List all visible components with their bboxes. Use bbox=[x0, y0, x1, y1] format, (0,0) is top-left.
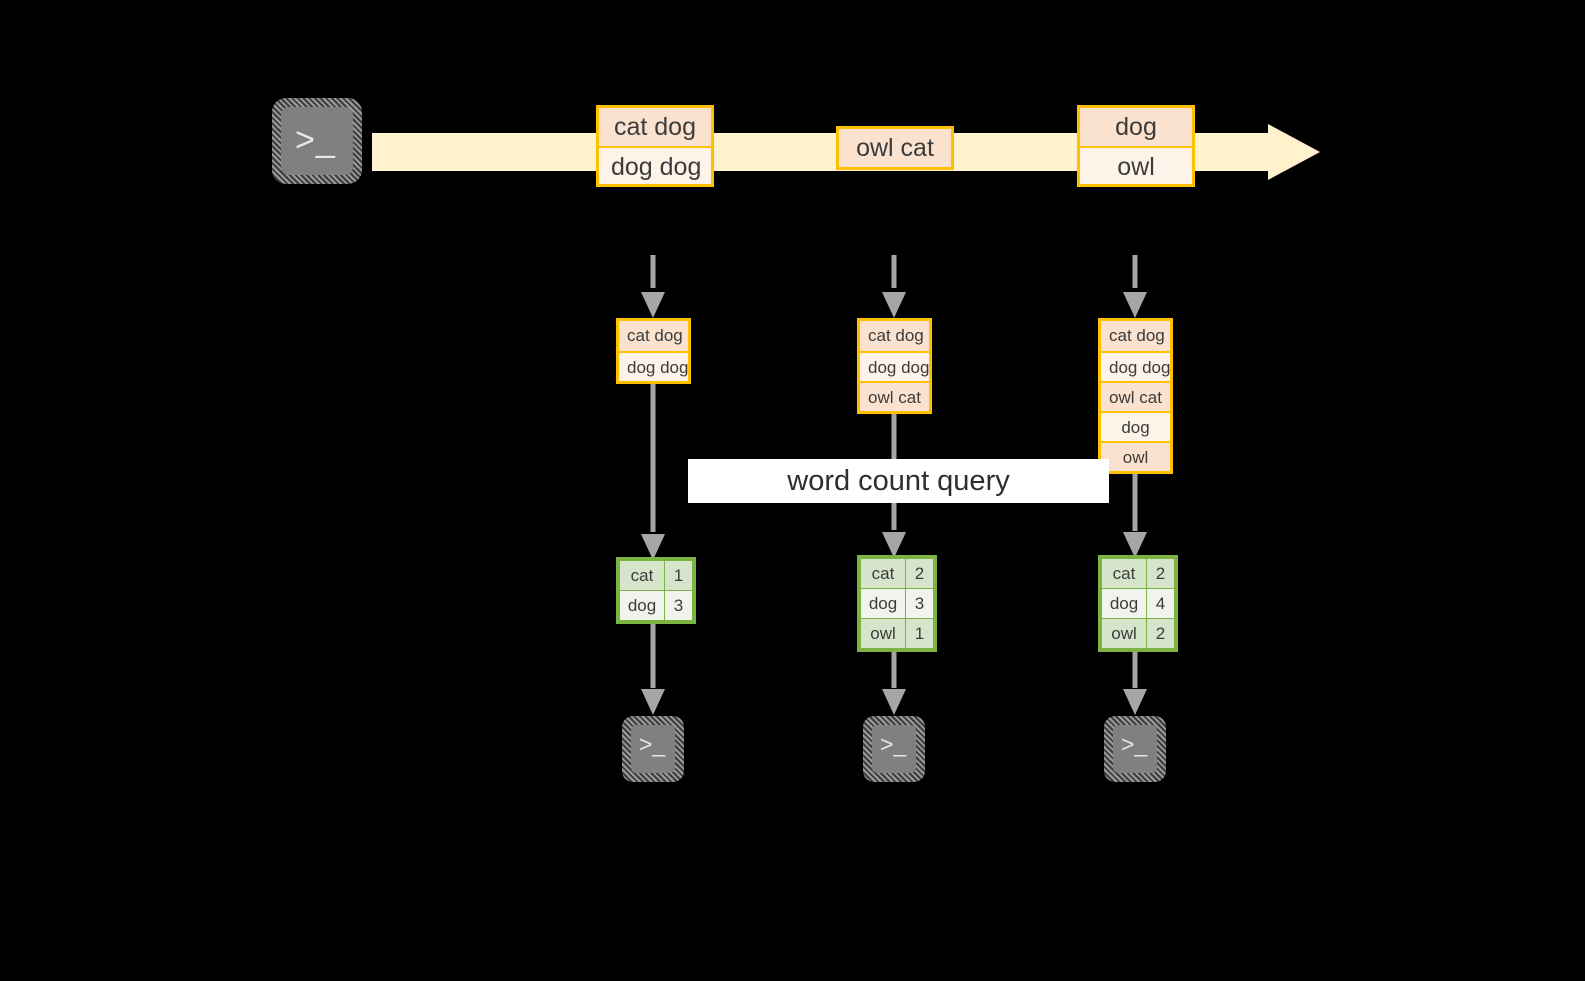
queue-row: dog dog bbox=[1101, 351, 1170, 381]
result-value: 2 bbox=[905, 558, 934, 589]
message-row: cat dog bbox=[599, 108, 711, 146]
sink-terminal: >_ bbox=[863, 716, 925, 782]
queue-row: cat dog bbox=[860, 321, 929, 351]
result-value: 2 bbox=[1146, 618, 1175, 649]
result-value: 1 bbox=[905, 618, 934, 649]
queue-to-result-connector bbox=[641, 380, 665, 560]
terminal-prompt-icon: >_ bbox=[1121, 731, 1148, 757]
table-row: owl 2 bbox=[1101, 618, 1175, 649]
result-value: 3 bbox=[664, 590, 693, 621]
stream-to-queue-connector bbox=[882, 255, 906, 318]
result-key: owl bbox=[860, 618, 906, 649]
sink-terminal: >_ bbox=[1104, 716, 1166, 782]
queue-row: dog dog bbox=[619, 351, 688, 381]
terminal-body bbox=[1113, 725, 1157, 773]
table-row: owl 1 bbox=[860, 618, 934, 649]
queue-row: owl bbox=[1101, 441, 1170, 471]
table-row: cat 2 bbox=[860, 558, 934, 589]
table-row: cat 2 bbox=[1101, 558, 1175, 589]
query-label-text: word count query bbox=[787, 464, 1010, 497]
result-table: cat 1 dog 3 bbox=[616, 557, 696, 624]
message-row: dog bbox=[1080, 108, 1192, 146]
queue-row: dog bbox=[1101, 411, 1170, 441]
result-to-sink-connector bbox=[882, 650, 906, 715]
result-key: cat bbox=[619, 560, 665, 591]
terminal-prompt-icon: >_ bbox=[880, 731, 907, 757]
table-row: dog 3 bbox=[619, 590, 693, 621]
source-terminal: >_ bbox=[272, 98, 362, 184]
result-key: dog bbox=[619, 590, 665, 621]
query-label: word count query bbox=[688, 459, 1109, 503]
result-table: cat 2 dog 4 owl 2 bbox=[1098, 555, 1178, 652]
queue-row: owl cat bbox=[1101, 381, 1170, 411]
result-key: owl bbox=[1101, 618, 1147, 649]
result-to-sink-connector bbox=[1123, 650, 1147, 715]
result-key: dog bbox=[860, 588, 906, 619]
message-row: dog dog bbox=[599, 146, 711, 184]
terminal-prompt-icon: >_ bbox=[295, 121, 336, 159]
result-key: cat bbox=[860, 558, 906, 589]
stream-message-box: cat dog dog dog bbox=[596, 105, 714, 187]
sink-terminal: >_ bbox=[622, 716, 684, 782]
stream-message-box: owl cat bbox=[836, 126, 954, 170]
stream-to-queue-connector bbox=[1123, 255, 1147, 318]
queue-row: cat dog bbox=[1101, 321, 1170, 351]
result-key: cat bbox=[1101, 558, 1147, 589]
result-value: 2 bbox=[1146, 558, 1175, 589]
stream-to-queue-connector bbox=[641, 255, 665, 318]
result-key: dog bbox=[1101, 588, 1147, 619]
result-value: 4 bbox=[1146, 588, 1175, 619]
result-value: 1 bbox=[664, 560, 693, 591]
terminal-body bbox=[281, 107, 353, 175]
result-to-sink-connector bbox=[641, 622, 665, 715]
message-row: owl bbox=[1080, 146, 1192, 184]
table-row: dog 4 bbox=[1101, 588, 1175, 619]
result-table: cat 2 dog 3 owl 1 bbox=[857, 555, 937, 652]
table-row: cat 1 bbox=[619, 560, 693, 591]
terminal-body bbox=[631, 725, 675, 773]
queue-box: cat dog dog dog owl cat dog owl bbox=[1098, 318, 1173, 474]
terminal-prompt-icon: >_ bbox=[639, 731, 666, 757]
queue-row: owl cat bbox=[860, 381, 929, 411]
queue-row: dog dog bbox=[860, 351, 929, 381]
terminal-body bbox=[872, 725, 916, 773]
table-row: dog 3 bbox=[860, 588, 934, 619]
queue-box: cat dog dog dog bbox=[616, 318, 691, 384]
queue-box: cat dog dog dog owl cat bbox=[857, 318, 932, 414]
message-row: owl cat bbox=[839, 129, 951, 167]
result-value: 3 bbox=[905, 588, 934, 619]
queue-row: cat dog bbox=[619, 321, 688, 351]
stream-message-box: dog owl bbox=[1077, 105, 1195, 187]
queue-to-result-connector bbox=[1123, 471, 1147, 558]
